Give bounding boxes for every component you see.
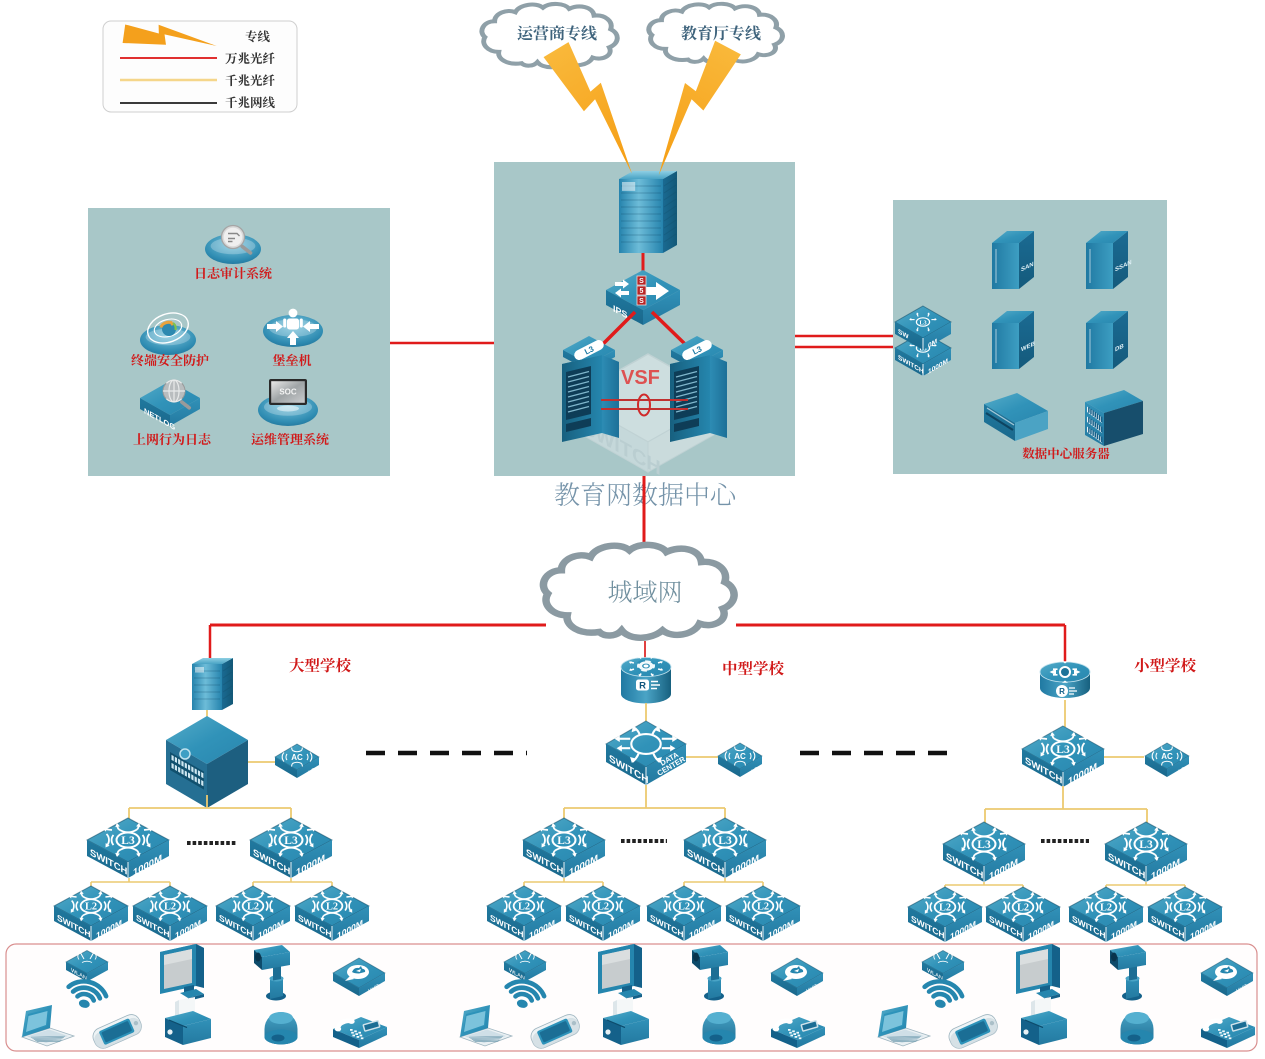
svg-text:5: 5 [640,288,644,295]
svg-text:SOC: SOC [279,388,297,397]
svg-text:L2: L2 [1017,903,1029,914]
svg-text:L2: L2 [678,902,690,913]
svg-text:L2: L2 [939,903,951,914]
svg-text:L2: L2 [1100,903,1112,914]
svg-text:L2: L2 [85,902,97,913]
svg-text:AC: AC [734,752,746,761]
svg-text:L3: L3 [557,835,571,847]
svg-text:VSF: VSF [621,367,660,389]
svg-text:AC: AC [291,753,303,762]
svg-text:L3: L3 [977,839,991,851]
svg-text:L2: L2 [757,902,769,913]
svg-text:L2: L2 [247,902,259,913]
svg-text:L3: L3 [1056,744,1070,756]
svg-text:L2: L2 [1179,903,1191,914]
svg-text:R: R [1059,687,1065,696]
svg-text:AC: AC [1161,752,1173,761]
svg-text:S: S [639,298,644,305]
svg-text:L2: L2 [164,902,176,913]
svg-text:L3: L3 [1139,839,1153,851]
svg-text:L3: L3 [919,319,926,326]
svg-text:R: R [639,681,646,692]
svg-text:L2: L2 [518,902,530,913]
svg-text:L3: L3 [121,835,135,847]
svg-text:L2: L2 [597,902,609,913]
svg-text:L3: L3 [284,835,298,847]
svg-text:L2: L2 [326,902,338,913]
svg-text:L3: L3 [718,835,732,847]
svg-text:S: S [639,278,644,285]
